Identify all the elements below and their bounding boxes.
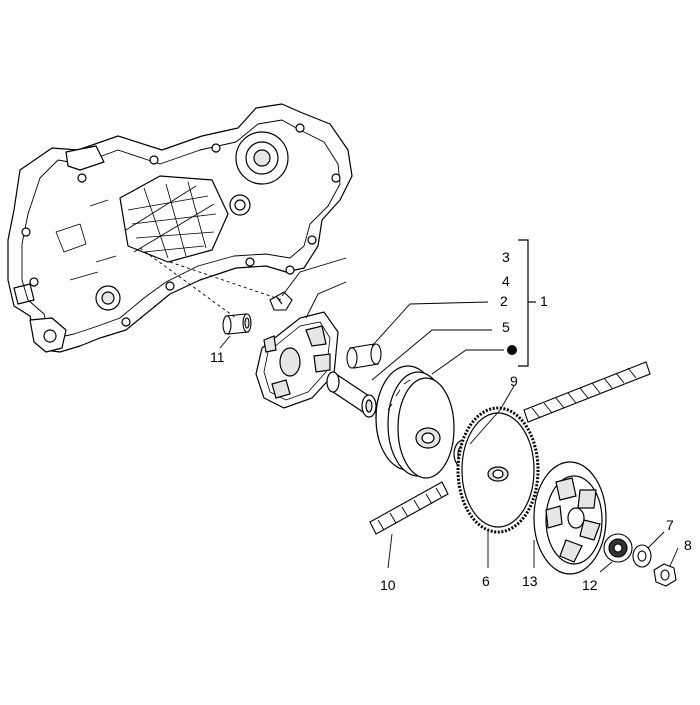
callout-6: 6 — [482, 573, 490, 589]
part-8-nut — [653, 563, 677, 587]
part-10-belt-upper — [523, 361, 651, 423]
part-2-spacer — [346, 343, 382, 369]
callout-11: 11 — [210, 349, 225, 365]
callout-5: 5 — [502, 319, 510, 335]
part-13-fan-pulley-half — [533, 461, 607, 575]
callout-13: 13 — [522, 573, 538, 589]
kit-dot-marker — [507, 345, 517, 355]
callout-7: 7 — [666, 517, 674, 533]
part-7-washer — [632, 544, 652, 568]
part-11-roller-bushing — [222, 313, 252, 335]
callout-8: 8 — [684, 537, 692, 553]
callout-4: 4 — [502, 273, 510, 289]
callout-3: 3 — [502, 249, 510, 265]
part-5-bushing — [326, 371, 377, 418]
callout-10: 10 — [380, 577, 396, 593]
callout-labels: 1 2 3 4 5 6 7 8 9 10 11 12 13 — [210, 249, 692, 593]
leader-lines — [139, 247, 679, 573]
callout-12: 12 — [582, 577, 598, 593]
kit-bracket — [518, 239, 536, 367]
callout-9: 9 — [510, 373, 518, 389]
callout-1: 1 — [540, 293, 548, 309]
part-12-one-way-clutch — [603, 533, 633, 563]
crankcase-housing — [7, 103, 353, 353]
part-6-starter-ring-gear — [456, 406, 540, 534]
part-10-belt-lower — [369, 481, 449, 535]
part-3-clip — [269, 291, 293, 311]
callout-2: 2 — [500, 293, 508, 309]
variator-pulley — [375, 365, 455, 479]
part-4-ramp-plate — [255, 311, 339, 409]
